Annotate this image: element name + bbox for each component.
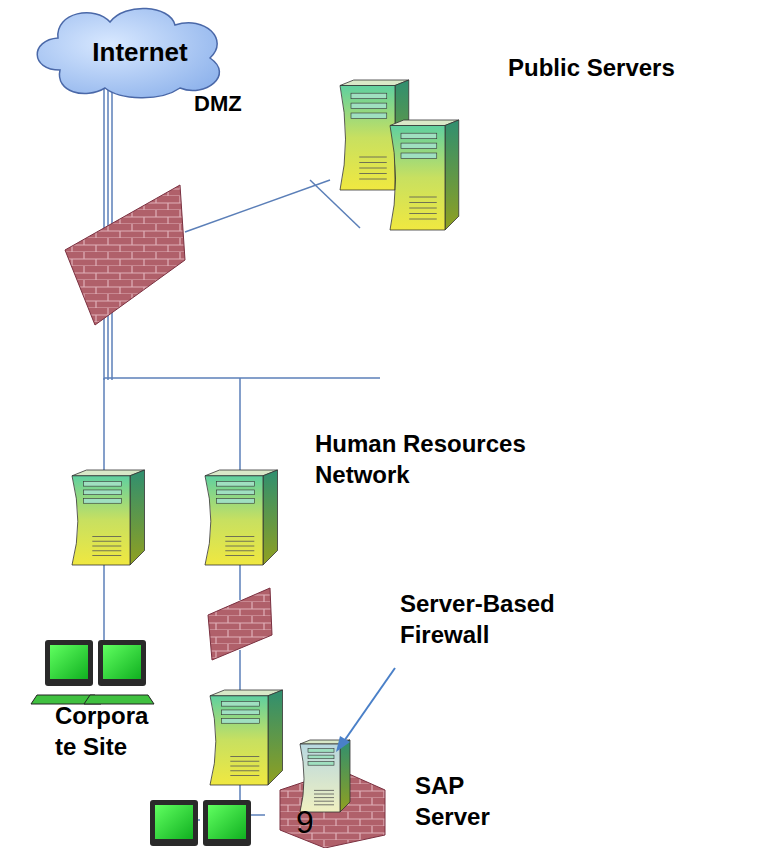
pc-screen	[50, 645, 88, 679]
server-bay	[84, 499, 122, 504]
server-front	[390, 126, 445, 231]
server-label: SAP Server	[415, 770, 510, 832]
server-bay	[401, 133, 437, 139]
server-bay	[351, 113, 387, 119]
server-vent	[92, 541, 121, 542]
server-vent	[230, 761, 259, 762]
server-bay	[84, 481, 122, 486]
internet-firewall	[65, 185, 185, 325]
server-vent	[409, 219, 437, 220]
pc-monitor	[203, 800, 251, 846]
server-vent	[92, 555, 121, 556]
network-wire	[103, 560, 105, 645]
corporate-server	[210, 690, 283, 785]
server-vent	[359, 173, 387, 174]
server-vent	[409, 208, 437, 209]
hr-pc	[31, 640, 101, 704]
corporate-pc	[136, 800, 206, 848]
server-vent	[409, 202, 437, 203]
page-number: 9	[296, 806, 326, 838]
network-wire	[239, 650, 241, 690]
network-wire	[104, 377, 380, 379]
network-wire	[185, 180, 330, 232]
pc-screen	[208, 805, 246, 839]
server-vent	[225, 550, 254, 551]
firewall-wall	[208, 588, 272, 660]
pc-monitor	[45, 640, 93, 686]
server-front	[340, 86, 395, 191]
server-front	[300, 744, 340, 812]
server-vent	[230, 766, 259, 767]
network-wire	[239, 560, 241, 600]
pc-screen	[103, 645, 141, 679]
server-vent	[314, 804, 334, 805]
public-server	[390, 120, 459, 230]
server-bay	[401, 153, 437, 159]
server-vent	[92, 546, 121, 547]
server-front	[205, 476, 263, 565]
network-wire	[239, 378, 241, 470]
network-wire	[103, 378, 105, 470]
server-bay	[308, 762, 334, 766]
server-side	[445, 120, 459, 230]
hr-server	[72, 470, 145, 565]
cloud-node: Internet	[45, 8, 235, 98]
server-bay	[351, 93, 387, 99]
server-bay	[217, 490, 255, 495]
server-vent	[230, 775, 259, 776]
leader-arrowhead	[336, 736, 350, 752]
server-vent	[409, 197, 437, 198]
server-bay	[222, 719, 260, 724]
server-vent	[225, 536, 254, 537]
zone-label: DMZ	[194, 90, 274, 119]
server-side	[130, 470, 145, 565]
server-vent	[230, 756, 259, 757]
server-vent	[92, 536, 121, 537]
server-vent	[314, 801, 334, 802]
server-vent	[314, 797, 334, 798]
server-front	[210, 696, 268, 785]
server-vent	[225, 541, 254, 542]
internet-cloud	[37, 8, 219, 97]
corporate-pc	[189, 800, 259, 848]
server-bay	[308, 749, 334, 753]
hr-server	[205, 470, 278, 565]
leader-arrow	[342, 668, 395, 744]
server-vent	[225, 555, 254, 556]
group-label: Human Resources Network	[315, 428, 555, 490]
server-bay	[351, 103, 387, 109]
server-vent	[230, 770, 259, 771]
pc-monitor	[98, 640, 146, 686]
server-bay	[308, 755, 334, 759]
node-text: Internet	[92, 36, 187, 70]
server-vent	[314, 790, 334, 791]
firewall-wall	[65, 185, 185, 325]
server-vent	[359, 157, 387, 158]
server-vent	[359, 162, 387, 163]
hr-firewall	[208, 588, 272, 660]
server-bay	[222, 710, 260, 715]
group-label: Public Servers	[508, 52, 768, 83]
server-vent	[92, 550, 121, 551]
server-bay	[217, 481, 255, 486]
server-bay	[401, 143, 437, 149]
server-front	[72, 476, 130, 565]
server-vent	[359, 168, 387, 169]
server-bay	[84, 490, 122, 495]
server-bay	[222, 701, 260, 706]
server-vent	[359, 179, 387, 180]
pc-monitor	[150, 800, 198, 846]
hr-pc	[84, 640, 154, 704]
callout-label: Server-Based Firewall	[400, 588, 600, 650]
server-side	[263, 470, 278, 565]
server-vent	[225, 546, 254, 547]
group-label: Corpora te Site	[55, 700, 155, 762]
server-based-firewall-icon	[300, 740, 350, 812]
pc-screen	[155, 805, 193, 839]
server-side	[340, 740, 350, 812]
server-vent	[314, 794, 334, 795]
server-side	[268, 690, 283, 785]
server-bay	[217, 499, 255, 504]
server-vent	[409, 213, 437, 214]
